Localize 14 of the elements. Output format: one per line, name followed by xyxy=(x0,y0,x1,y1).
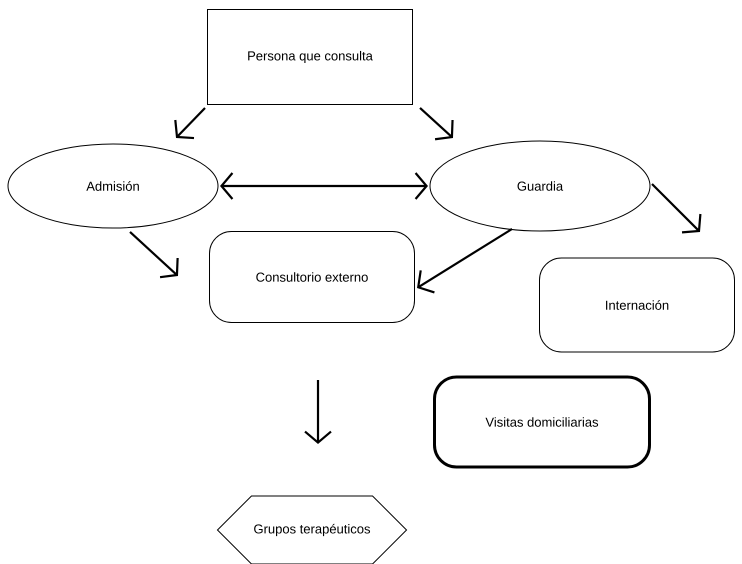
rounded-box: Consultorio externo xyxy=(209,231,415,323)
process-box: Persona que consulta xyxy=(207,9,413,105)
arrow xyxy=(174,107,206,140)
rounded-box: Internación xyxy=(539,258,735,352)
arrow xyxy=(417,228,513,294)
arrow xyxy=(419,107,454,140)
rounded-box: Visitas domiciliarias xyxy=(433,376,651,468)
hexagon-node: Grupos terapéuticos xyxy=(216,496,408,564)
arrow xyxy=(220,172,428,200)
arrow xyxy=(304,380,332,444)
arrow xyxy=(129,231,179,278)
ellipse-node: Admisión xyxy=(8,144,218,228)
arrow xyxy=(651,183,702,234)
ellipse-node: Guardia xyxy=(430,140,650,232)
